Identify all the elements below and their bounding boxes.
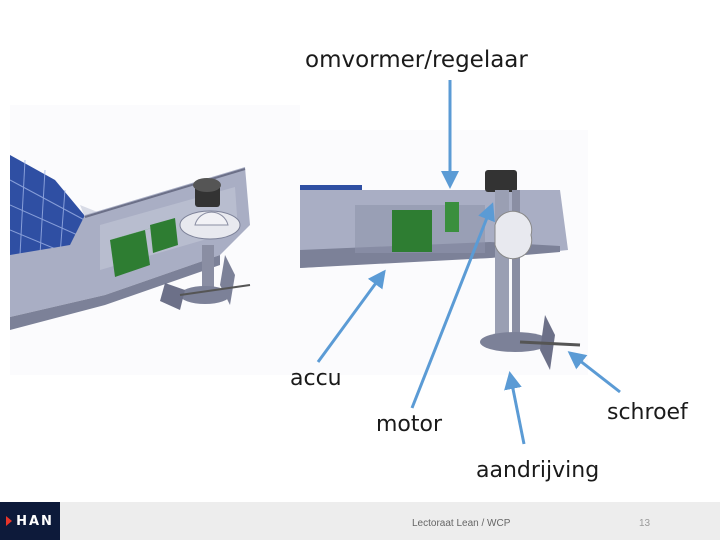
- arrow-aandrijving: [504, 371, 526, 445]
- label-omvormer-regelaar: omvormer/regelaar: [305, 47, 528, 73]
- arrow-schroef: [567, 351, 621, 394]
- arrow-accu: [316, 269, 386, 363]
- label-aandrijving: aandrijving: [476, 458, 600, 483]
- label-motor: motor: [376, 412, 443, 437]
- section-battery: [392, 202, 459, 252]
- han-logo-triangle-icon: [6, 516, 13, 526]
- page-number: 13: [639, 518, 651, 529]
- footer-bar: [0, 502, 720, 540]
- label-accu: accu: [290, 366, 342, 391]
- label-schroef: schroef: [607, 400, 688, 425]
- motor-housing: [179, 178, 241, 240]
- logo-text: HAN: [16, 513, 54, 529]
- drive-and-propeller: [160, 245, 251, 310]
- boat-section-render: [300, 130, 588, 375]
- section-drive: [480, 170, 581, 370]
- battery-blocks: [110, 218, 178, 277]
- boat-3d-render: [10, 105, 300, 375]
- arrow-motor: [410, 202, 495, 409]
- footer-caption: Lectoraat Lean / WCP: [412, 518, 511, 529]
- han-logo: HAN: [0, 502, 60, 540]
